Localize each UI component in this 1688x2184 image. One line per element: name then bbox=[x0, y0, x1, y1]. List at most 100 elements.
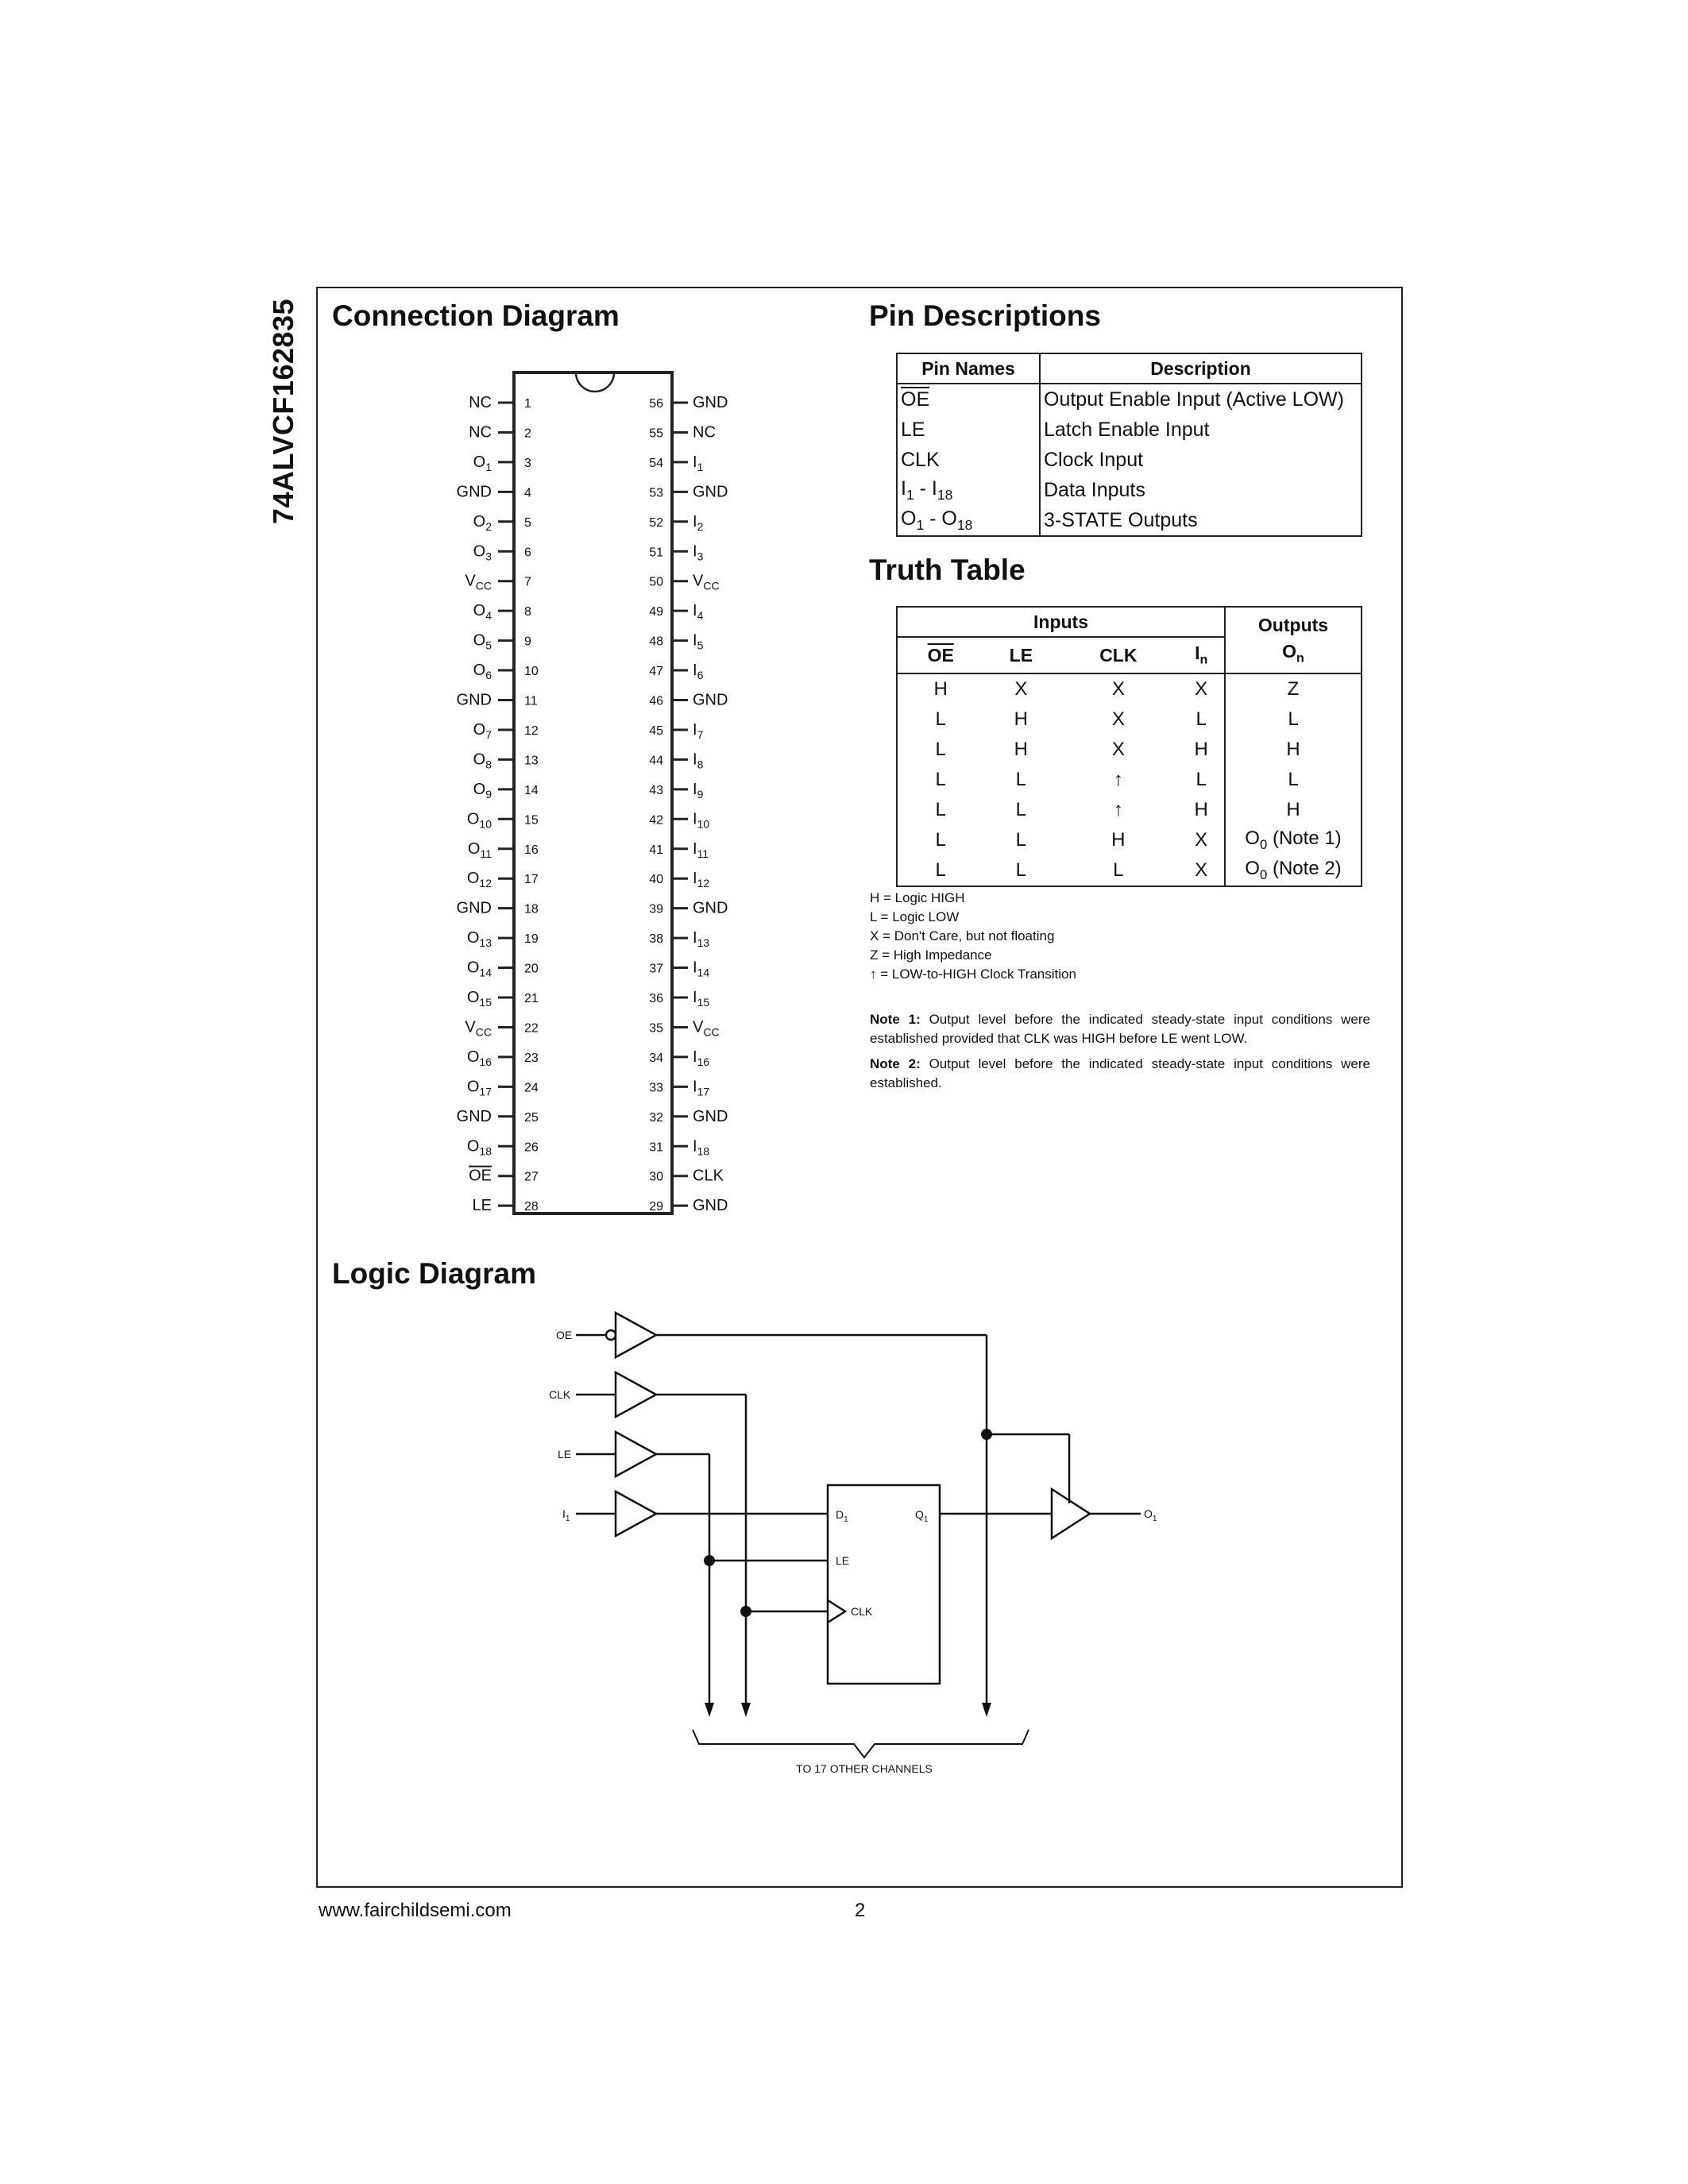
pin-label-11: GND bbox=[457, 692, 492, 709]
truth-cell: H bbox=[1194, 799, 1208, 820]
pin-number-53: 53 bbox=[649, 486, 663, 500]
pin-number-40: 40 bbox=[649, 873, 663, 886]
truth-table-heading: Truth Table bbox=[869, 554, 1026, 586]
footer-url[interactable]: www.fairchildsemi.com bbox=[319, 1900, 512, 1921]
pin-number-38: 38 bbox=[649, 932, 663, 946]
truth-cell: H bbox=[933, 678, 948, 700]
pin-label-49: I4 bbox=[693, 602, 704, 622]
pin-label-9: O5 bbox=[473, 632, 492, 652]
truth-cell: L bbox=[935, 799, 946, 820]
pin-number-56: 56 bbox=[649, 397, 663, 411]
truth-cell: H bbox=[1194, 739, 1208, 760]
ic-package-body bbox=[512, 371, 674, 1215]
truth-cell: X bbox=[1111, 678, 1125, 700]
pin-number-30: 30 bbox=[649, 1171, 663, 1184]
truth-cell: O0 (Note 2) bbox=[1224, 855, 1362, 886]
pin-name: O1 - O18 bbox=[897, 505, 1041, 536]
pin-label-23: O16 bbox=[467, 1048, 492, 1068]
pin-descriptions-table: Pin Names Description OE Output Enable I… bbox=[896, 353, 1362, 537]
pin-number-16: 16 bbox=[524, 843, 539, 857]
channels-caption: TO 17 OTHER CHANNELS bbox=[796, 1762, 933, 1775]
pin-number-18: 18 bbox=[524, 903, 539, 916]
pin-number-21: 21 bbox=[524, 992, 539, 1005]
pin-name: CLK bbox=[897, 445, 1041, 475]
pin-label-19: O13 bbox=[467, 929, 492, 949]
pin-number-52: 52 bbox=[649, 516, 663, 530]
pin-label-54: I1 bbox=[693, 453, 704, 473]
pin-row-le: LE Latch Enable Input bbox=[897, 415, 1362, 445]
inversion-bubble bbox=[605, 1329, 617, 1341]
ic-notch bbox=[574, 372, 616, 393]
pin-label-27: OE bbox=[469, 1167, 492, 1185]
pin-label-53: GND bbox=[693, 483, 728, 500]
truth-cell: L bbox=[935, 708, 946, 730]
pin-number-25: 25 bbox=[524, 1111, 539, 1125]
inputs-group-header: Inputs bbox=[897, 607, 1225, 638]
truth-cell: ↑ bbox=[1113, 769, 1123, 790]
le-buffer bbox=[614, 1430, 659, 1479]
pin-desc: 3-STATE Outputs bbox=[1044, 508, 1198, 531]
pin-number-55: 55 bbox=[649, 426, 663, 440]
pin-label-7: VCC bbox=[465, 573, 492, 592]
pin-row-oe: OE Output Enable Input (Active LOW) bbox=[897, 384, 1362, 415]
pin-label-10: O6 bbox=[473, 662, 492, 681]
pin-number-39: 39 bbox=[649, 903, 663, 916]
pin-number-37: 37 bbox=[649, 963, 663, 976]
pin-number-3: 3 bbox=[524, 457, 531, 470]
truth-cell: L bbox=[1196, 708, 1207, 730]
col-oe: OE bbox=[927, 644, 954, 666]
pin-label-50: VCC bbox=[693, 573, 720, 592]
page-number: 2 bbox=[855, 1900, 866, 1921]
pin-number-32: 32 bbox=[649, 1111, 663, 1125]
pin-number-23: 23 bbox=[524, 1051, 539, 1065]
pin-number-50: 50 bbox=[649, 576, 663, 589]
pin-label-21: O15 bbox=[467, 989, 492, 1009]
pin-row-clk: CLK Clock Input bbox=[897, 445, 1362, 475]
truth-cell: X bbox=[1195, 829, 1208, 851]
truth-cell: X bbox=[1111, 739, 1125, 760]
pin-desc: Clock Input bbox=[1044, 448, 1144, 471]
pin-label-34: I16 bbox=[693, 1048, 709, 1068]
truth-cell: Z bbox=[1224, 673, 1362, 704]
pin-number-11: 11 bbox=[524, 695, 538, 708]
pin-label-44: I8 bbox=[693, 751, 704, 770]
pin-number-24: 24 bbox=[524, 1081, 539, 1094]
pin-descriptions-heading: Pin Descriptions bbox=[869, 299, 1101, 332]
note-2: Note 2: Output level before the indicate… bbox=[870, 1056, 1370, 1090]
note-1: Note 1: Output level before the indicate… bbox=[870, 1012, 1370, 1046]
truth-cell: H bbox=[1014, 708, 1029, 730]
pin-row-inputs: I1 - I18 Data Inputs bbox=[897, 475, 1362, 505]
pin-label-18: GND bbox=[457, 900, 492, 917]
pin-number-5: 5 bbox=[524, 516, 531, 530]
truth-cell: X bbox=[1014, 678, 1028, 700]
pin-number-47: 47 bbox=[649, 665, 663, 678]
pin-number-54: 54 bbox=[649, 457, 663, 470]
pin-number-44: 44 bbox=[649, 754, 663, 767]
truth-table-legend: H = Logic HIGH L = Logic LOW X = Don't C… bbox=[870, 890, 1076, 982]
truth-cell: X bbox=[1111, 708, 1125, 730]
page-frame bbox=[316, 287, 1403, 1888]
pin-number-22: 22 bbox=[524, 1021, 539, 1035]
col-le: LE bbox=[1009, 644, 1033, 666]
oe-buffer bbox=[614, 1310, 659, 1360]
truth-cell: L bbox=[935, 859, 946, 881]
pin-number-49: 49 bbox=[649, 605, 663, 619]
pin-label-22: VCC bbox=[465, 1018, 492, 1038]
truth-cell: H bbox=[1014, 739, 1029, 760]
pin-number-14: 14 bbox=[524, 784, 539, 797]
pin-label-51: I3 bbox=[693, 542, 704, 562]
pin-desc: Data Inputs bbox=[1044, 478, 1145, 501]
pin-label-35: VCC bbox=[693, 1018, 720, 1038]
input-label-oe: OE bbox=[556, 1329, 572, 1341]
pin-number-12: 12 bbox=[524, 724, 539, 738]
pin-row-outputs: O1 - O18 3-STATE Outputs bbox=[897, 505, 1362, 536]
col-clk: CLK bbox=[1099, 644, 1138, 666]
truth-cell: H bbox=[1224, 735, 1362, 765]
